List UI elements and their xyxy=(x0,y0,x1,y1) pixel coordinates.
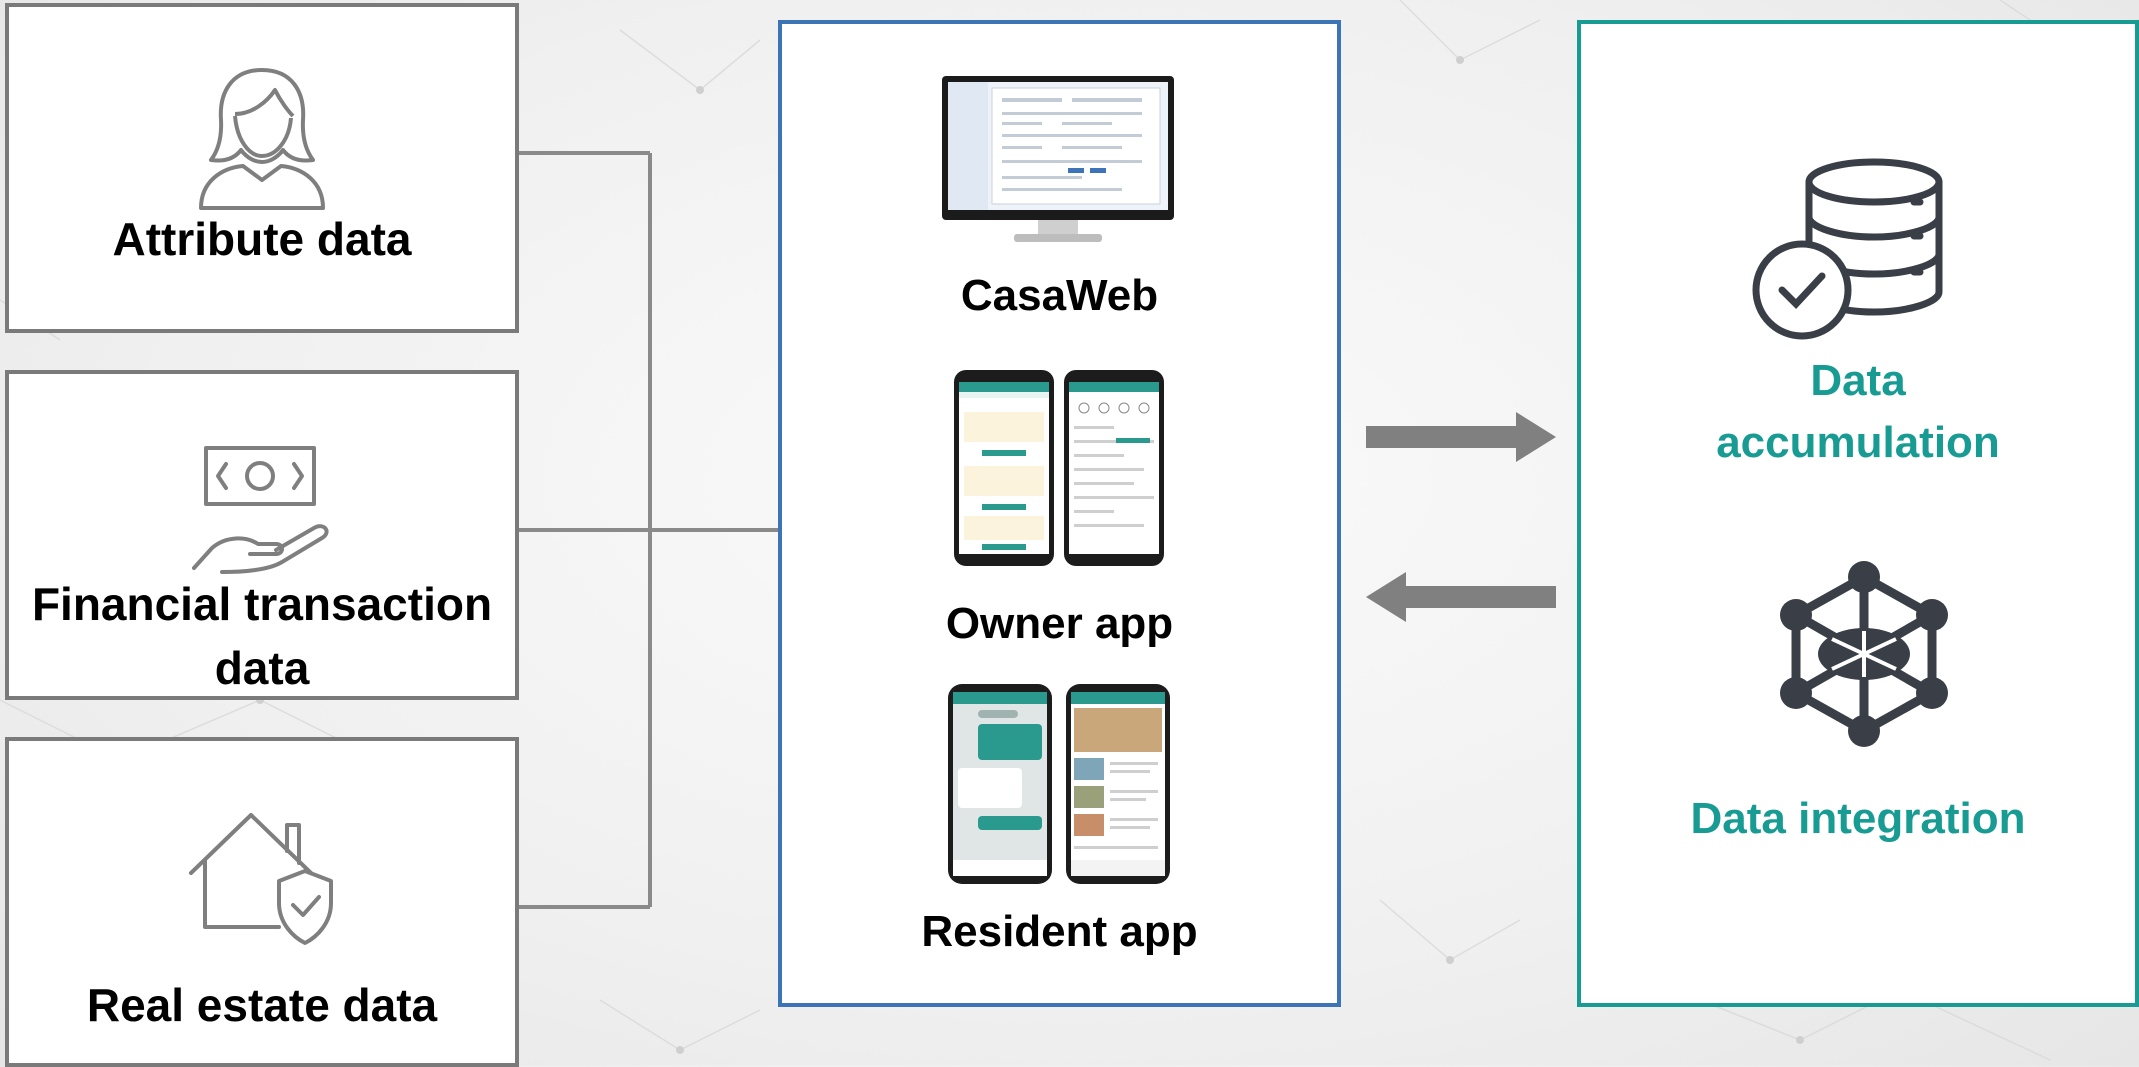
house-shield-icon xyxy=(9,811,515,946)
person-icon xyxy=(9,62,515,212)
attribute-data-label: Attribute data xyxy=(112,213,412,265)
data-panel: Data accumulation Data integration xyxy=(1577,20,2139,1007)
owner-app-label: Owner app xyxy=(945,599,1174,648)
casaweb-label: CasaWeb xyxy=(960,271,1159,320)
database-check-icon xyxy=(1752,158,1943,340)
network-hexagon-icon xyxy=(1780,561,1948,747)
resident-app-label: Resident app xyxy=(921,907,1198,956)
data-integration-label: Data integration xyxy=(1690,794,2026,843)
real-estate-data-box: Real estate data xyxy=(5,737,519,1067)
money-hand-icon xyxy=(9,444,515,574)
right-arrow xyxy=(1366,412,1556,462)
apps-panel: CasaWeb xyxy=(778,20,1341,1007)
financial-transaction-data-label: Financial transaction data xyxy=(31,578,493,694)
data-accumulation-label-line2: accumulation xyxy=(1716,418,2000,467)
real-estate-data-label: Real estate data xyxy=(86,979,438,1031)
data-accumulation-label-line1: Data xyxy=(1810,356,1906,405)
financial-transaction-data-box: Financial transaction data xyxy=(5,370,519,700)
attribute-data-box: Attribute data xyxy=(5,3,519,333)
casaweb-monitor-screenshot xyxy=(942,76,1174,242)
owner-app-phones-screenshot xyxy=(954,370,1164,566)
left-arrow xyxy=(1366,572,1556,622)
resident-app-phones-screenshot xyxy=(948,684,1170,884)
